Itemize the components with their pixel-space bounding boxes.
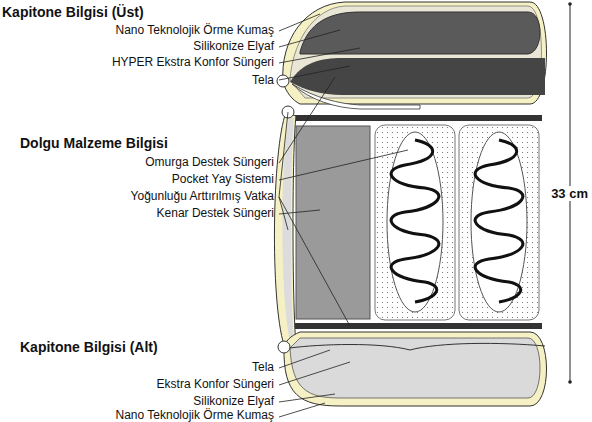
heading: Kapitone Bilgisi (Alt) <box>20 340 158 354</box>
part-label: Kenar Destek Süngeri <box>157 207 274 219</box>
part-label: Pocket Yay Sistemi <box>172 173 274 185</box>
part-label: Omurga Destek Süngeri <box>145 156 274 168</box>
part-label: Silikonize Elyaf <box>193 395 274 407</box>
part-label: Nano Teknolojik Örme Kumaş <box>115 24 274 36</box>
part-label: Ekstra Konfor Süngeri <box>157 378 274 390</box>
part-label: Silikonize Elyaf <box>193 40 274 52</box>
part-label: Tela <box>252 361 274 373</box>
part-label: HYPER Ekstra Konfor Süngeri <box>112 56 274 68</box>
heading: Kapitone Bilgisi (Üst) <box>2 5 144 19</box>
part-label: Tela <box>252 74 274 86</box>
part-label: Yoğunluğu Arttırılmış Vatka <box>131 190 274 202</box>
part-label: Nano Teknolojik Örme Kumaş <box>115 409 274 421</box>
heading: Dolgu Malzeme Bilgisi <box>20 136 168 150</box>
dimension-label: 33 cm <box>549 186 590 201</box>
